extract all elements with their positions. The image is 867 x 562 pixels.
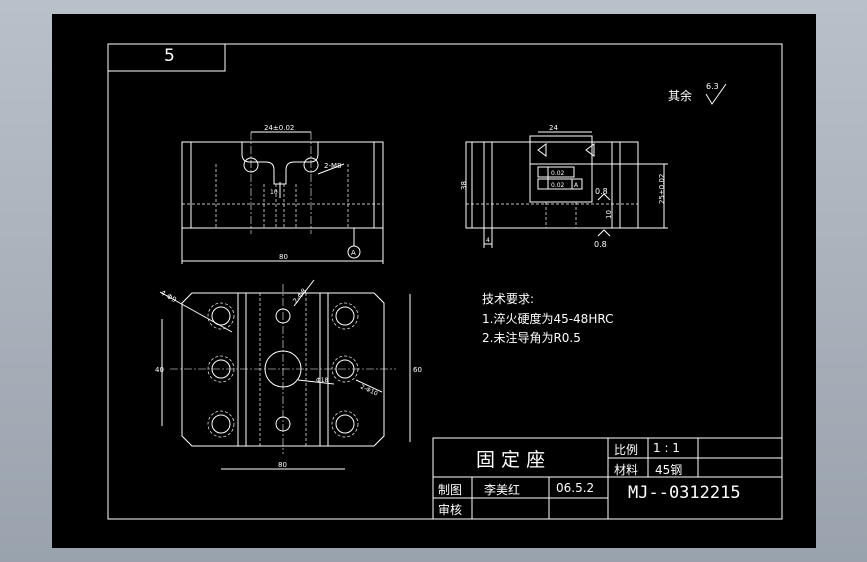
scale-value: 1 : 1 — [653, 441, 680, 455]
dim-plan-height-left: 40 — [155, 366, 164, 374]
tech-item-2: 2.未注导角为R0.5 — [482, 331, 581, 345]
sheet-number: 5 — [164, 46, 175, 66]
tolerance-b: 0.02 — [551, 182, 565, 189]
roughness-b: 0.8 — [594, 240, 607, 249]
dim-front-top: 24±0.02 — [264, 124, 294, 132]
dim-plan-height-right: 60 — [413, 366, 422, 374]
side-view — [465, 131, 668, 248]
surface-note-value: 6.3 — [706, 82, 719, 91]
tolerance-a: 0.02 — [551, 170, 565, 177]
drawing-number: MJ--0312215 — [628, 483, 741, 503]
roughness-symbol — [705, 83, 727, 105]
dim-front-thread: 2-M8 — [324, 162, 341, 170]
roughness-a: 0.8 — [595, 187, 608, 196]
drawing-sheet: 24±0.02 80 10 2-M8 A 24 38 25±0.02 — [52, 14, 816, 548]
part-name: 固 定 座 — [476, 449, 546, 471]
tech-item-1: 1.淬火硬度为45-48HRC — [482, 312, 614, 326]
title-block-lines — [432, 437, 783, 520]
dim-plan-width: 80 — [278, 461, 287, 469]
datum-label: A — [351, 249, 356, 257]
sheet-number-box — [107, 43, 226, 72]
material-value: 45钢 — [655, 463, 683, 477]
dim-front-width: 80 — [279, 253, 288, 261]
front-view — [181, 131, 384, 264]
dim-side-right: 25±0.02 — [658, 174, 666, 204]
check-label: 审核 — [438, 503, 463, 517]
tech-title: 技术要求: — [482, 292, 535, 306]
dim-front-depth: 10 — [270, 189, 278, 196]
drawing-canvas: 24±0.02 80 10 2-M8 A 24 38 25±0.02 — [107, 43, 783, 520]
dim-side-top: 24 — [549, 124, 558, 132]
dim-side-step: 10 — [605, 210, 613, 219]
tolerance-ref: A — [574, 182, 579, 189]
dim-side-gap: 4 — [486, 237, 490, 244]
drawn-date: 06.5.2 — [556, 481, 595, 495]
inner-border — [107, 43, 783, 520]
drawn-label: 制图 — [438, 483, 463, 497]
dim-plan-hole-a: 4-Φ9 — [159, 289, 178, 304]
scale-label: 比例 — [614, 443, 639, 457]
dim-plan-center: Φ18 — [316, 377, 329, 384]
drawn-by: 李美红 — [484, 483, 521, 497]
surface-note-label: 其余 — [668, 89, 693, 103]
plan-view — [159, 279, 411, 470]
dim-side-height: 38 — [460, 181, 468, 190]
material-label: 材料 — [614, 463, 639, 477]
